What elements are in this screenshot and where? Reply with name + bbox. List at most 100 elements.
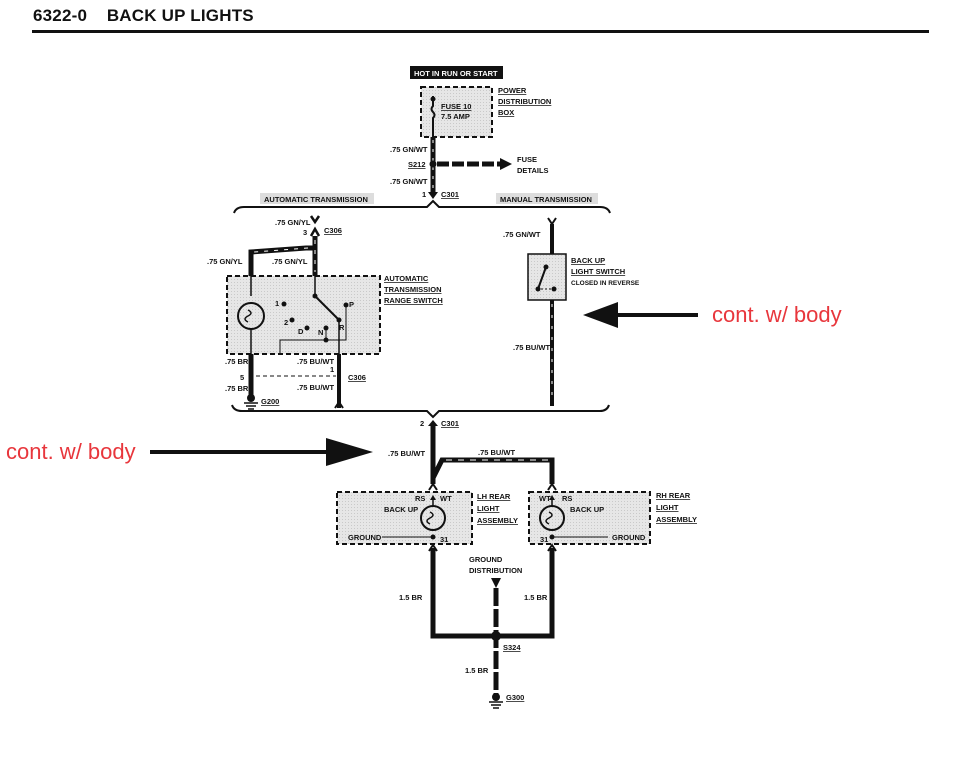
c306-top-connector [309, 215, 321, 237]
bulb-filament [244, 309, 252, 323]
c301-top-arrow [428, 192, 438, 199]
range-switch-label-3: RANGE SWITCH [384, 296, 443, 305]
wire-label-br-left: 1.5 BR [399, 593, 423, 602]
ground-g300: G300 [506, 693, 524, 702]
wire-label-gnyl-right: .75 GN/YL [272, 257, 308, 266]
range-switch-label-2: TRANSMISSION [384, 285, 442, 294]
lh-backup: BACK UP [384, 505, 418, 514]
rh-pin-31: 31 [540, 535, 548, 544]
wire-label-gnyl-left: .75 GN/YL [207, 257, 243, 266]
lh-ground: GROUND [348, 533, 382, 542]
pdb-label-1: POWER [498, 86, 527, 95]
rh-label-3: ASSEMBLY [656, 515, 697, 524]
fuse-rating: 7.5 AMP [441, 112, 470, 121]
hot-label-box [410, 66, 503, 79]
contact-1 [281, 301, 287, 307]
ground-g200: G200 [261, 397, 279, 406]
range-switch-label-1: AUTOMATIC [384, 274, 429, 283]
header-rule [32, 30, 929, 33]
fuse-details-2: DETAILS [517, 166, 549, 175]
gnyl-wire [248, 236, 318, 276]
range-switch-box [226, 275, 381, 355]
manual-switch-bottom-contact [551, 286, 557, 292]
hot-label: HOT IN RUN OR START [414, 69, 498, 78]
ground-g200-icon [244, 394, 258, 410]
lh-bulb-icon [420, 505, 446, 531]
pos-n: N [318, 328, 323, 337]
manual-section-bg [496, 193, 598, 204]
rh-bottom-connector [547, 543, 557, 552]
manual-top-connector [547, 217, 557, 226]
fuse-details-1: FUSE [517, 155, 537, 164]
wire-label-buwt-upper: .75 BU/WT [297, 357, 335, 366]
pin-5: 5 [240, 373, 244, 382]
c301-top-label: C301 [441, 190, 459, 199]
rh-backup: BACK UP [570, 505, 604, 514]
wire-label-br-bottom: 1.5 BR [465, 666, 489, 675]
pos-d: D [298, 327, 304, 336]
splice-s212-dot [429, 160, 437, 168]
wire-label-gnwt-manual: .75 GN/WT [503, 230, 541, 239]
rh-label-2: LIGHT [656, 503, 679, 512]
rh-filament [545, 511, 553, 525]
wire-label-gnyl-top: .75 GN/YL [275, 218, 311, 227]
contact-d [304, 325, 310, 331]
manual-switch-label-2: LIGHT SWITCH [571, 267, 625, 276]
switch-internal-wiring [279, 305, 347, 354]
rh-label-1: RH REAR [656, 491, 691, 500]
pdb-label-2: DISTRIBUTION [498, 97, 551, 106]
bottom-brace [231, 404, 610, 419]
left-annotation-arrowhead [326, 438, 373, 466]
wire-label-gnwt-lower: .75 GN/WT [390, 177, 428, 186]
fuse-10-symbol [430, 96, 436, 137]
c301-bottom-label: C301 [441, 419, 459, 428]
auto-bottom-connector [334, 400, 344, 409]
lh-pin-31: 31 [440, 535, 448, 544]
wire-label-br-upper: .75 BR [225, 357, 249, 366]
rh-ground-dot [549, 534, 555, 540]
ground-g300-icon [489, 693, 503, 709]
lh-bottom-connector [428, 543, 438, 552]
lh-label-2: LIGHT [477, 504, 500, 513]
c301-pin-2: 2 [420, 419, 424, 428]
rh-arrow [549, 495, 555, 500]
lh-wt: WT [440, 494, 452, 503]
c306-pin-3: 3 [303, 228, 307, 237]
auto-section-bg [260, 193, 374, 204]
contact-2 [289, 317, 295, 323]
splice-s324: S324 [503, 643, 521, 652]
switch-junction [323, 337, 329, 343]
right-annotation-note: cont. w/ body [712, 302, 842, 327]
wire-label-gnwt-upper: .75 GN/WT [390, 145, 428, 154]
c306-pin-1: 1 [330, 365, 334, 374]
left-annotation-note: cont. w/ body [6, 439, 136, 464]
rh-ground: GROUND [612, 533, 646, 542]
switch-blade [314, 295, 340, 321]
auto-section-label: AUTOMATIC TRANSMISSION [264, 195, 368, 204]
fuse-name: FUSE 10 [441, 102, 471, 111]
lh-label-1: LH REAR [477, 492, 511, 501]
pos-r: R [339, 323, 345, 332]
wire-label-buwt-right: .75 BU/WT [478, 448, 516, 457]
lh-top-connector [428, 482, 438, 491]
manual-switch-blade [537, 266, 547, 290]
fuse-top-dot [430, 96, 436, 102]
manual-switch-pivot [535, 286, 541, 292]
lh-label-3: ASSEMBLY [477, 516, 518, 525]
ground-dist-arrow [491, 578, 501, 588]
ground-dist-label-2: DISTRIBUTION [469, 566, 522, 575]
c301-bottom-arrow [428, 420, 438, 426]
splice-s324-dot [491, 631, 501, 641]
c301-pin-1: 1 [422, 190, 426, 199]
rh-bulb-icon [539, 505, 565, 531]
rh-rs: RS [562, 494, 572, 503]
lh-light-box [336, 491, 473, 545]
c306-top-label: C306 [324, 226, 342, 235]
manual-section-label: MANUAL TRANSMISSION [500, 195, 592, 204]
lh-arrow [430, 495, 436, 500]
manual-switch-label-1: BACK UP [571, 256, 605, 265]
c306-bottom-label: C306 [348, 373, 366, 382]
wire-label-br-right: 1.5 BR [524, 593, 548, 602]
rh-top-connector [547, 482, 557, 491]
right-annotation-arrowhead [583, 302, 618, 328]
